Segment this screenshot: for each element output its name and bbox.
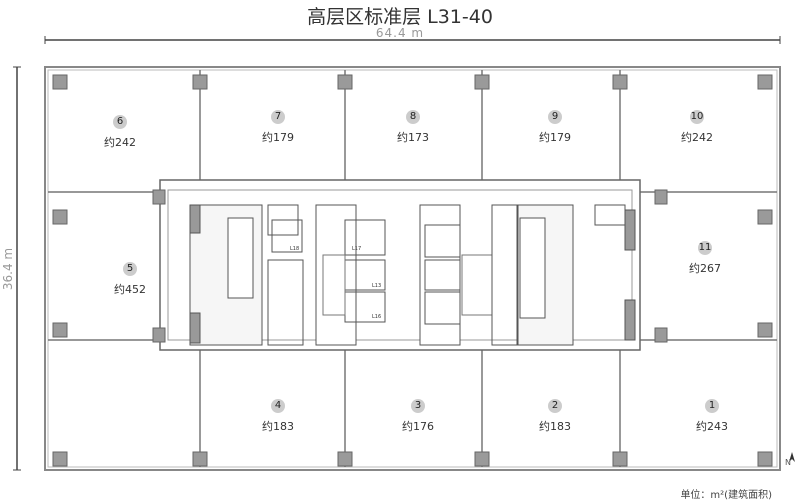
columns	[52, 74, 773, 467]
units-note: 单位：m²(建筑面积)	[680, 490, 772, 501]
core-left	[189, 204, 386, 346]
corridor	[159, 179, 641, 351]
outer-wall	[44, 66, 781, 471]
svg-text:L13: L13	[372, 283, 381, 289]
partitions	[48, 70, 777, 467]
north-label: N	[785, 458, 791, 467]
plan-title: 高层区标准层 L31-40	[307, 6, 493, 28]
core-right	[419, 204, 636, 346]
north-arrow-icon	[789, 452, 795, 462]
elevator-label: L18	[290, 246, 299, 252]
width-dimension: 64.4 m	[375, 26, 425, 40]
svg-text:L16: L16	[372, 314, 381, 320]
svg-text:L17: L17	[352, 246, 361, 252]
